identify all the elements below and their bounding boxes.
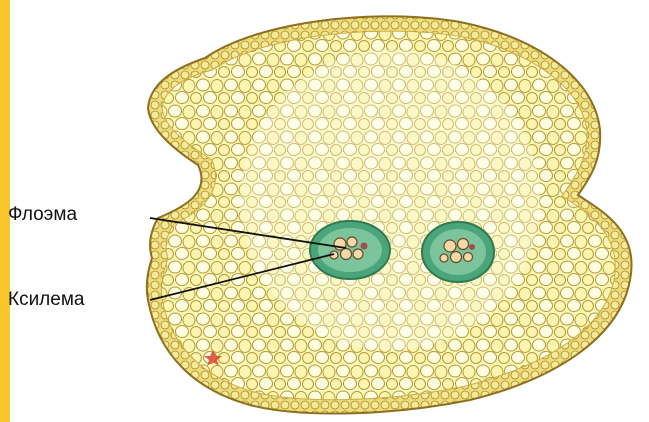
xylem-vessel	[464, 253, 473, 262]
xylem-vessel	[444, 240, 456, 252]
phloem-label: Флоэма	[8, 205, 77, 224]
pith-region	[240, 50, 540, 350]
xylem-vessel	[347, 237, 357, 247]
xylem-vessel	[451, 252, 462, 263]
xylem-vessel	[458, 239, 469, 250]
xylem-label: Ксилема	[8, 290, 84, 309]
vascular-bundle-right	[422, 222, 494, 282]
xylem-vessel	[353, 249, 363, 259]
vascular-bundle-left	[310, 221, 390, 279]
xylem-vessel	[440, 254, 448, 262]
xylem-vessel	[341, 249, 352, 260]
